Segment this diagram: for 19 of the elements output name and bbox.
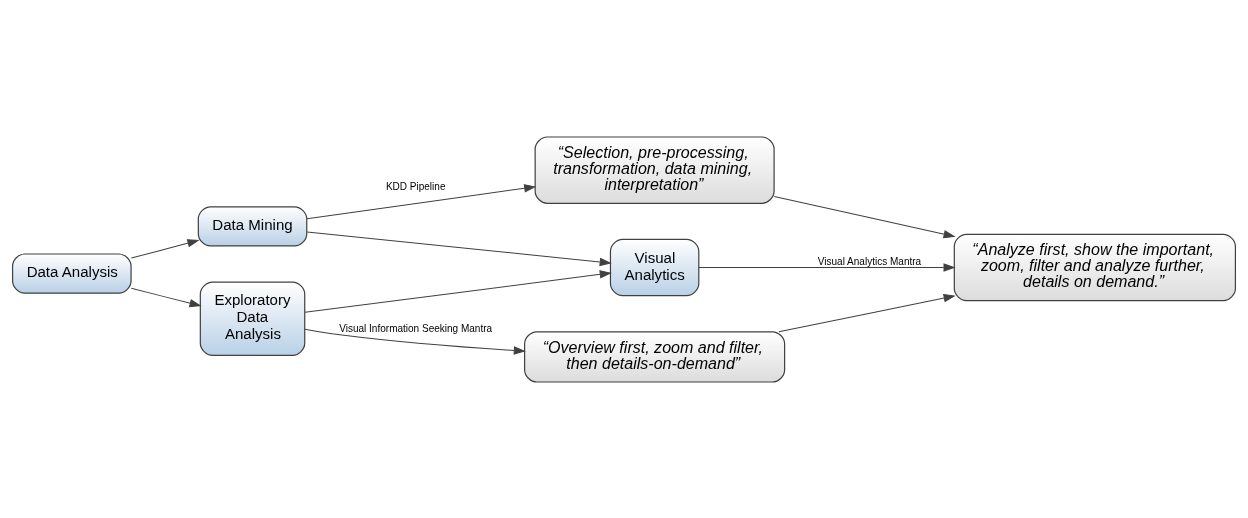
- arrow: [304, 269, 611, 313]
- arrow: [306, 183, 536, 219]
- edge-label: KDD Pipeline: [385, 180, 446, 192]
- arrow: [304, 328, 525, 354]
- arrow: [306, 230, 611, 266]
- node-box: Data Analysis: [12, 252, 132, 294]
- node-box: “Selection, pre-processing, transformation, data mining, interpretation”: [534, 135, 775, 204]
- node-box: Visual Analytics: [609, 238, 700, 296]
- node-box: “Analyze first, show the important, zoom, filter and analyze further, details on demand.”: [953, 233, 1236, 301]
- arrow: [130, 287, 201, 307]
- edge-label: Visual Information Seeking Mantra: [339, 322, 493, 334]
- arrow: [130, 238, 199, 259]
- node-box: Data Mining: [197, 205, 308, 247]
- node-box: Exploratory Data Analysis: [199, 281, 306, 356]
- arrow: [773, 195, 955, 238]
- arrow: [778, 293, 955, 332]
- edge-label: Visual Analytics Mantra: [817, 255, 922, 267]
- node-box: “Overview first, zoom and filter, then details-on-demand”: [524, 330, 786, 383]
- arrow: [698, 263, 955, 272]
